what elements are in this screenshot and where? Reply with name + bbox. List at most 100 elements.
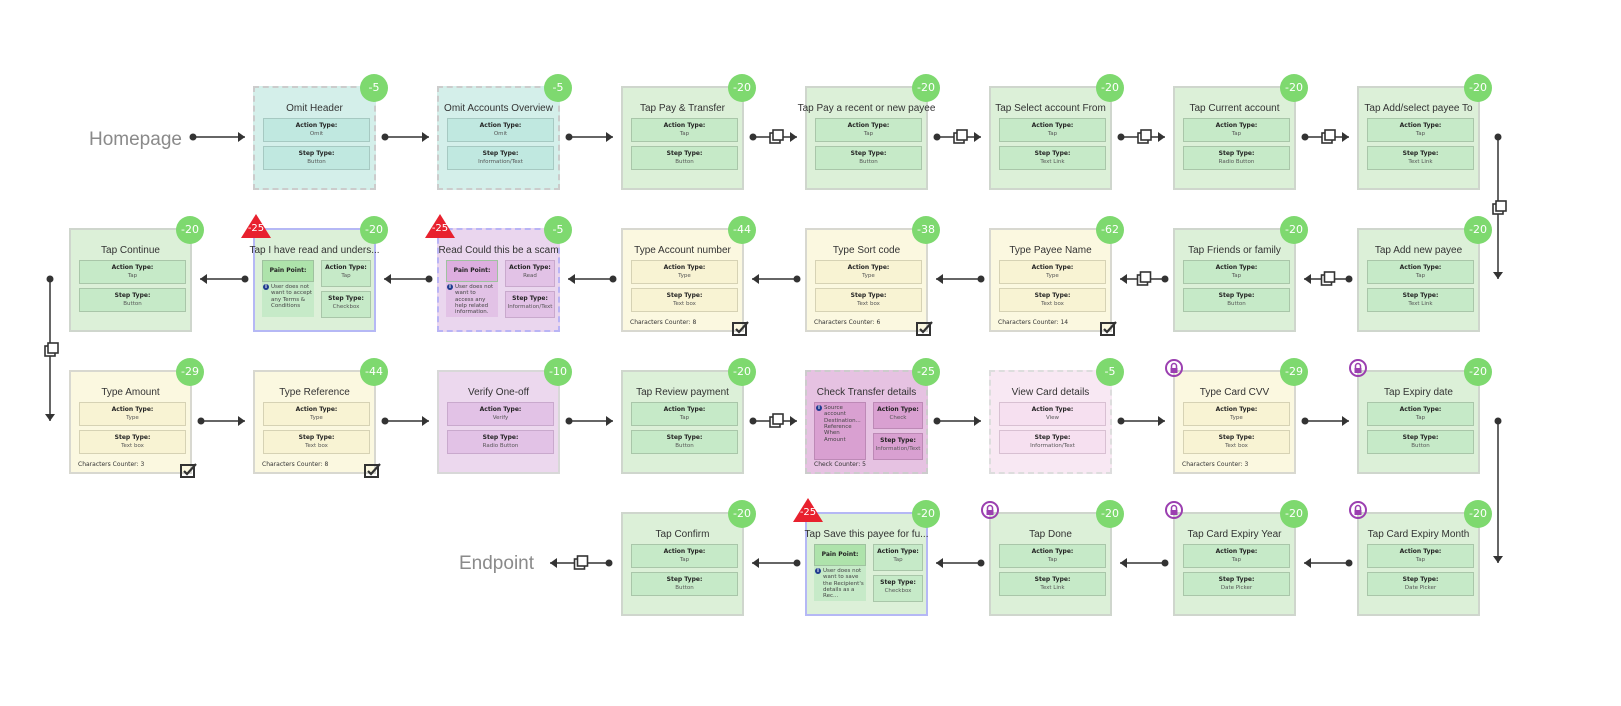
score-badge: -10 [544,358,572,386]
step-type-field: Step Type:Text Link [1367,146,1474,170]
connector-dot [1345,559,1353,567]
action-type-label: Action Type: [1031,406,1074,413]
step-type-label: Step Type: [1218,576,1255,583]
info-icon: i [447,284,453,290]
score-badge: -20 [728,74,756,102]
lock-icon [1349,359,1367,377]
action-type-label: Action Type: [663,264,706,271]
action-type-field: Action Type:Tap [631,402,738,426]
action-type-field: Action Type:Tap [815,118,922,142]
action-type-label: Action Type: [663,406,706,413]
step-title: Tap Continue [101,245,160,256]
connector-dot [977,275,985,283]
score-badge: -5 [1096,358,1124,386]
action-type-field: Action Type:Tap [1367,118,1474,142]
step-type-value: Text Link [1408,159,1433,165]
step-type-label: Step Type: [1034,150,1071,157]
step-type-field: Step Type:Information/Text [999,430,1106,454]
action-type-label: Action Type: [1031,264,1074,271]
step-type-value: Button [1227,301,1246,307]
step-type-field: Step Type:Information/Text [505,291,555,318]
pain-score-value: -25 [247,223,265,234]
lock-icon [1165,501,1183,519]
score-badge: -29 [1280,358,1308,386]
step-title: View Card details [1011,387,1090,398]
arrow-head [238,132,245,142]
action-type-label: Action Type: [1215,122,1258,129]
score-badge: -20 [728,358,756,386]
connector-dot [565,133,573,141]
connector-dot [1117,133,1125,141]
step-title: Tap Add new payee [1374,245,1463,256]
screen-transition-icon [573,558,586,570]
arrow-head [606,416,613,426]
action-type-field: Action Type:Omit [447,118,554,142]
action-type-field: Action Type:Tap [79,260,186,284]
step-type-label: Step Type: [328,295,364,302]
step-type-label: Step Type: [1034,576,1071,583]
step-title: Tap Review payment [636,387,729,398]
step-type-label: Step Type: [666,434,703,441]
step-type-field: Step Type:Text Link [999,146,1106,170]
arrow-head [1158,132,1165,142]
step-type-value: Text box [1225,443,1248,449]
step-type-field: Step Type:Button [631,430,738,454]
score-badge: -20 [1280,74,1308,102]
connector-dot [1345,275,1353,283]
score-badge: -5 [544,74,572,102]
arrow-head [550,558,557,568]
step-type-field: Step Type:Button [263,146,370,170]
arrow-head [45,414,55,421]
action-type-field: Action Type:Tap [631,544,738,568]
action-type-label: Action Type: [1031,548,1074,555]
action-type-value: Read [523,273,537,279]
action-type-value: Tap [1231,557,1242,563]
step-type-field: Step Type:Text box [1183,430,1290,454]
pain-score-badge: -25 [241,214,271,238]
screen-transition-icon [1320,274,1333,286]
action-type-field: Action Type:Type [631,260,738,284]
arrow-head [1158,416,1165,426]
score-badge: -20 [1464,500,1492,528]
start-label-homepage: Homepage [89,129,182,150]
step-type-value: Information/Text [507,304,553,310]
step-title: Type Sort code [832,245,901,256]
action-type-field: Action Type:Tap [1183,260,1290,284]
connector-dot [189,133,197,141]
action-type-label: Action Type: [295,406,338,413]
action-type-value: Tap [1415,273,1426,279]
arrow-head [238,416,245,426]
arrow-head [1120,274,1127,284]
step-title: Tap I have read and unders... [249,245,380,256]
action-type-label: Action Type: [479,406,522,413]
